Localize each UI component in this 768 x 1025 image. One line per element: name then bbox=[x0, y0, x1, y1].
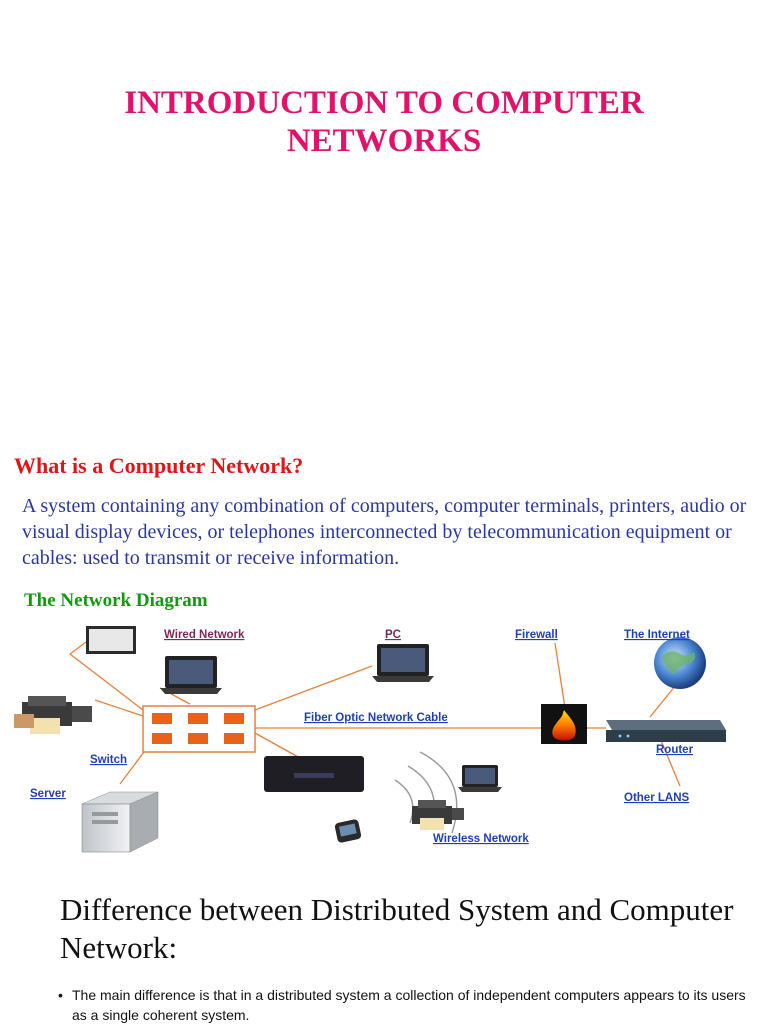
section-heading: What is a Computer Network? bbox=[14, 453, 304, 478]
printer-icon bbox=[14, 696, 92, 734]
title-line-1: INTRODUCTION TO COMPUTER bbox=[124, 85, 644, 121]
label-router: Router bbox=[656, 744, 694, 756]
switch-device bbox=[142, 705, 256, 753]
router-icon bbox=[606, 720, 726, 742]
bullet-text: The main difference is that in a distrib… bbox=[72, 987, 746, 1023]
wireless-laptop-icon bbox=[458, 765, 502, 792]
label-wired-network: Wired Network bbox=[164, 629, 245, 641]
cable-printer bbox=[94, 699, 144, 717]
title-line-2: NETWORKS bbox=[286, 123, 482, 159]
bullet-marker: • bbox=[58, 987, 63, 1003]
pda-icon bbox=[334, 819, 362, 843]
monitor-icon bbox=[86, 626, 136, 654]
internet-globe-icon bbox=[654, 637, 706, 689]
label-fiber-cable: Fiber Optic Network Cable bbox=[304, 712, 448, 724]
page-title: INTRODUCTION TO COMPUTER NETWORKS bbox=[0, 84, 768, 160]
difference-heading: Difference between Distributed System an… bbox=[60, 892, 734, 965]
diagram-heading: The Network Diagram bbox=[24, 590, 208, 611]
firewall-icon bbox=[541, 704, 587, 744]
diagram-labels: Wired Network PC Firewall The Internet F… bbox=[30, 629, 694, 845]
wireless-router-icon bbox=[264, 756, 364, 792]
laptop-icon bbox=[160, 656, 222, 694]
label-wireless-network: Wireless Network bbox=[433, 833, 529, 845]
pc-laptop-icon bbox=[372, 644, 434, 682]
server-icon bbox=[81, 791, 159, 853]
cable-router-tv bbox=[254, 732, 301, 759]
definition-text: A system containing any combination of c… bbox=[22, 495, 747, 569]
cable-firewall bbox=[554, 642, 566, 709]
cable-other-lans bbox=[659, 737, 681, 787]
network-diagram: Wired Network PC Firewall The Internet F… bbox=[14, 626, 726, 853]
label-other-lans: Other LANS bbox=[624, 792, 690, 804]
wireless-printer-icon bbox=[412, 800, 464, 830]
label-pc: PC bbox=[385, 629, 401, 641]
label-internet: The Internet bbox=[624, 629, 690, 641]
label-firewall: Firewall bbox=[515, 629, 558, 641]
label-server: Server bbox=[30, 788, 66, 800]
cable-pc bbox=[254, 665, 373, 711]
label-switch: Switch bbox=[90, 754, 127, 766]
list-item: • The main difference is that in a distr… bbox=[58, 985, 748, 1025]
cable-monitor bbox=[69, 653, 144, 711]
